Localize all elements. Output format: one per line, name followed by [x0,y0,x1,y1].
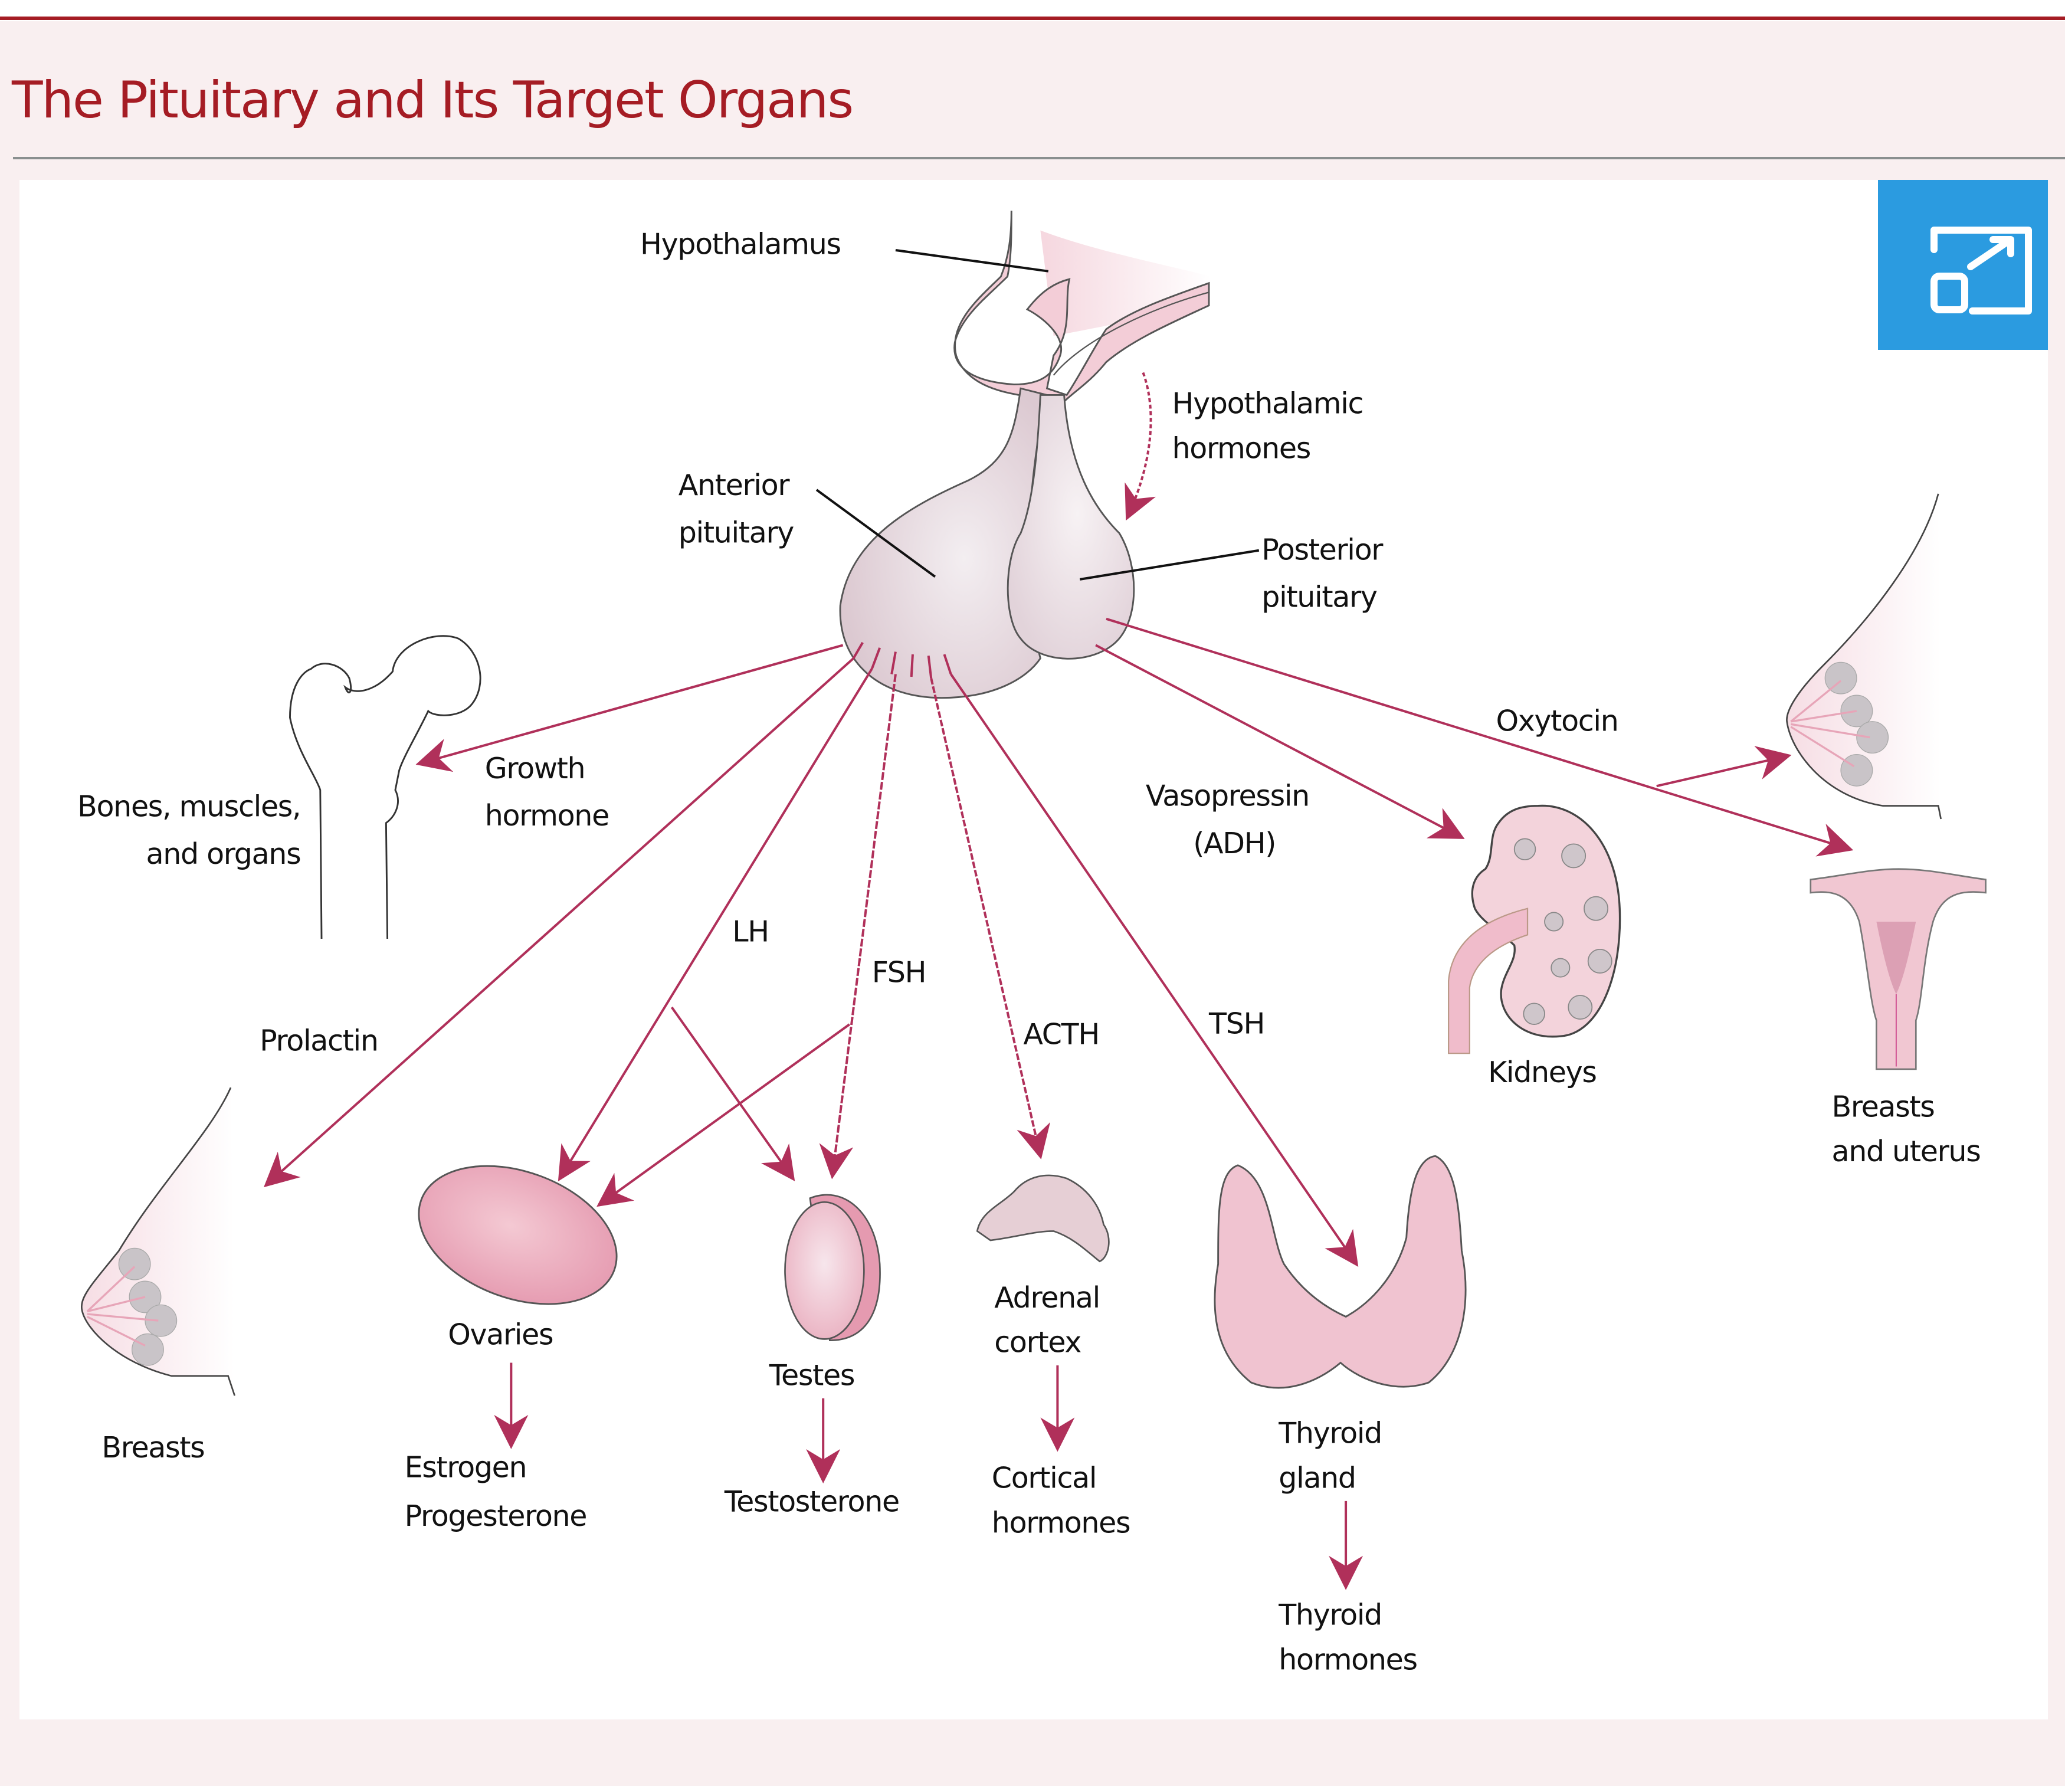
label-breasts-uterus-1: Breasts [1831,1089,1934,1123]
hypothalamic-hormones-arrow [1125,372,1156,521]
label-testosterone: Testosterone [724,1485,899,1519]
breast-left-illustration [81,1087,236,1396]
ovary-illustration [418,1165,618,1305]
page-title: The Pituitary and Its Target Organs [12,71,854,130]
label-adrenal-2: cortex [994,1325,1081,1359]
label-thyroid-hormones-2: hormones [1279,1642,1417,1676]
label-thyroid-1: Thyroid [1278,1416,1382,1450]
label-vasopressin-2: (ADH) [1193,826,1276,860]
lh-to-testes-arrow [670,1006,795,1181]
label-adrenal-1: Adrenal [994,1280,1100,1315]
top-divider [0,17,2065,20]
label-growth-hormone-2: hormone [485,798,609,833]
label-posterior-pituitary-1: Posterior [1261,532,1384,566]
label-vasopressin-1: Vasopressin [1146,779,1309,813]
label-acth: ACTH [1023,1017,1099,1051]
label-bones-1: Bones, muscles, [77,789,300,823]
expand-button[interactable] [1878,180,2048,350]
label-kidneys: Kidneys [1488,1055,1597,1089]
acth-arrow [930,677,1051,1159]
kidney-illustration [1448,804,1621,1054]
uterus-illustration [1810,868,1987,1070]
label-tsh: TSH [1208,1007,1264,1041]
vasopressin-arrow [1095,644,1465,839]
label-estrogen: Estrogen [405,1450,527,1485]
label-cortical-1: Cortical [992,1461,1096,1495]
adrenal-illustration [976,1174,1110,1263]
label-growth-hormone-1: Growth [485,751,585,785]
posterior-leader [1080,549,1260,581]
fsh-to-testes-arrow [819,674,897,1180]
label-bones-2: and organs [146,837,301,871]
label-oxytocin: Oxytocin [1496,703,1618,738]
oxytocin-to-breast-arrow [1656,746,1792,788]
femur-illustration [289,635,481,939]
lh-to-ovaries-arrow [558,668,873,1182]
testis-illustration [784,1194,881,1341]
breast-right-illustration [1786,493,1942,820]
label-anterior-pituitary-1: Anterior [678,468,791,502]
prolactin-arrow [263,657,854,1188]
label-fsh: FSH [872,955,926,990]
posterior-pituitary-illustration [1007,394,1135,660]
label-hypothalamic-hormones-2: hormones [1172,431,1310,466]
hypothalamus-illustration [953,211,1212,403]
label-lh: LH [732,914,769,948]
label-hypothalamus: Hypothalamus [640,227,841,261]
label-testes: Testes [769,1358,854,1392]
thyroid-illustration [1214,1155,1467,1389]
label-ovaries: Ovaries [448,1317,553,1351]
label-breasts: Breasts [101,1430,204,1465]
title-divider [13,157,2065,159]
oxytocin-to-uterus-arrow [1106,617,1854,857]
label-anterior-pituitary-2: pituitary [678,515,794,549]
label-thyroid-2: gland [1279,1461,1355,1495]
label-thyroid-hormones-1: Thyroid [1278,1598,1382,1632]
pituitary-release-marks [852,641,952,679]
tsh-arrow [949,673,1359,1267]
expand-icon [1930,227,2032,314]
label-breasts-uterus-2: and uterus [1831,1134,1980,1168]
label-progesterone: Progesterone [405,1499,587,1533]
label-prolactin: Prolactin [260,1024,378,1058]
growth-hormone-arrow [415,644,844,772]
anterior-leader [815,489,936,578]
fsh-to-ovaries-arrow [596,1023,851,1207]
label-posterior-pituitary-2: pituitary [1261,580,1377,614]
hypothalamus-leader [895,248,1049,273]
label-hypothalamic-hormones-1: Hypothalamic [1172,386,1363,421]
label-cortical-2: hormones [992,1505,1130,1539]
